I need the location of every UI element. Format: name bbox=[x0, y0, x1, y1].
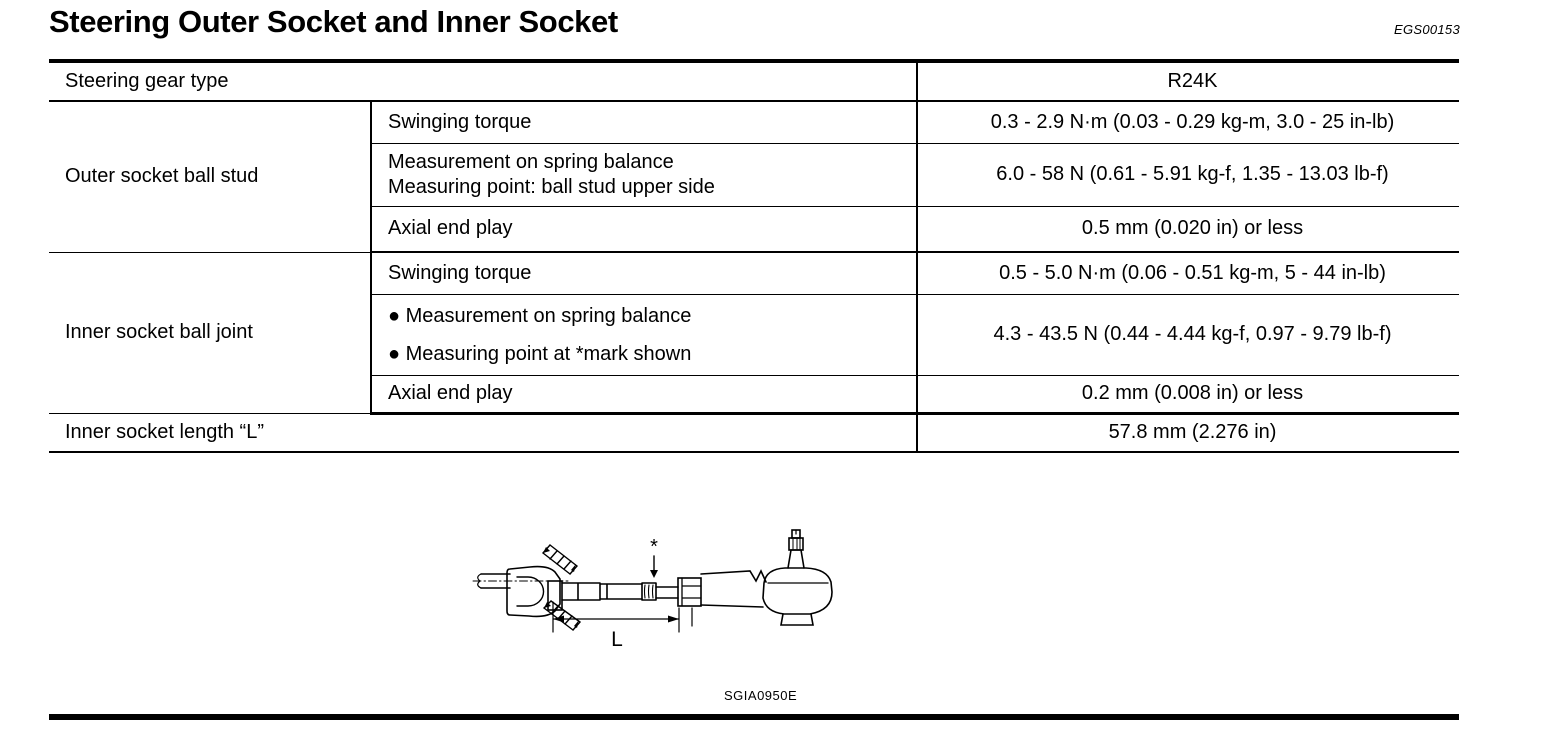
steering-gear-type-label: Steering gear type bbox=[49, 61, 917, 102]
asterisk-mark: * bbox=[650, 536, 658, 558]
dimension-label-L: L bbox=[611, 628, 623, 651]
value-spring-balance: 6.0 - 58 N (0.61 - 5.91 kg-f, 1.35 - 13.… bbox=[916, 143, 1459, 207]
group-outer-socket-ball-stud: Outer socket ball stud bbox=[49, 101, 371, 253]
param-line: ● Measurement on spring balance bbox=[388, 304, 692, 327]
doc-reference-code: EGS00153 bbox=[1393, 22, 1460, 37]
value-swinging-torque: 0.3 - 2.9 N·m (0.03 - 0.29 kg-m, 3.0 - 2… bbox=[916, 101, 1459, 144]
inner-socket-rod bbox=[547, 580, 679, 611]
value-swinging-torque: 0.5 - 5.0 N·m (0.06 - 0.51 kg-m, 5 - 44 … bbox=[916, 252, 1459, 295]
param-line: ● Measuring point at *mark shown bbox=[388, 342, 692, 365]
table-row: ● Measurement on spring balance ● Measur… bbox=[49, 294, 1459, 376]
boot-clamp-upper bbox=[542, 544, 578, 575]
page-title: Steering Outer Socket and Inner Socket bbox=[49, 4, 618, 39]
figure-id-code: SGIA0950E bbox=[724, 688, 798, 703]
inner-socket-length-value: 57.8 mm (2.276 in) bbox=[916, 413, 1459, 452]
inner-socket-fork bbox=[506, 565, 561, 618]
page-divider-bar bbox=[49, 714, 1459, 720]
table-row: Measurement on spring balance Measuring … bbox=[49, 143, 1459, 207]
value-axial-end-play: 0.5 mm (0.020 in) or less bbox=[916, 206, 1459, 253]
value-axial-end-play: 0.2 mm (0.008 in) or less bbox=[916, 375, 1459, 415]
group-inner-socket-ball-joint: Inner socket ball joint bbox=[49, 252, 371, 414]
tie-rod-figure: * L bbox=[470, 526, 852, 668]
asterisk-pointer bbox=[650, 555, 658, 578]
spec-table: Steering gear type R24K Outer socket bal… bbox=[49, 59, 1459, 453]
steering-gear-type-value: R24K bbox=[916, 61, 1459, 102]
param-line: Measuring point: ball stud upper side bbox=[388, 175, 715, 198]
lock-nut bbox=[677, 577, 702, 607]
dimension-L bbox=[552, 601, 693, 633]
param-swinging-torque: Swinging torque bbox=[370, 101, 917, 144]
param-axial-end-play: Axial end play bbox=[370, 206, 917, 253]
table-row: Inner socket length “L” 57.8 mm (2.276 i… bbox=[49, 413, 1459, 452]
asterisk-arrowhead bbox=[650, 570, 658, 578]
table-row: Axial end play 0.5 mm (0.020 in) or less bbox=[49, 206, 1459, 253]
inner-socket-length-label: Inner socket length “L” bbox=[65, 421, 264, 444]
table-row: Outer socket ball stud Swinging torque 0… bbox=[49, 101, 1459, 253]
param-axial-end-play: Axial end play bbox=[370, 375, 917, 415]
value-spring-balance: 4.3 - 43.5 N (0.44 - 4.44 kg-f, 0.97 - 9… bbox=[916, 294, 1459, 376]
param-line: Measurement on spring balance bbox=[388, 150, 674, 173]
tie-rod-drawing: * L bbox=[472, 529, 833, 651]
table-row: Steering gear type R24K bbox=[49, 61, 1459, 102]
param-spring-balance: Measurement on spring balance Measuring … bbox=[370, 143, 917, 207]
table-row: Inner socket ball joint Swinging torque … bbox=[49, 252, 1459, 414]
param-swinging-torque: Swinging torque bbox=[370, 252, 917, 295]
outer-socket-body bbox=[700, 567, 833, 626]
param-spring-balance-bulleted: ● Measurement on spring balance ● Measur… bbox=[370, 294, 917, 376]
table-row: Axial end play 0.2 mm (0.008 in) or less bbox=[49, 375, 1459, 415]
ball-stud bbox=[787, 529, 805, 569]
